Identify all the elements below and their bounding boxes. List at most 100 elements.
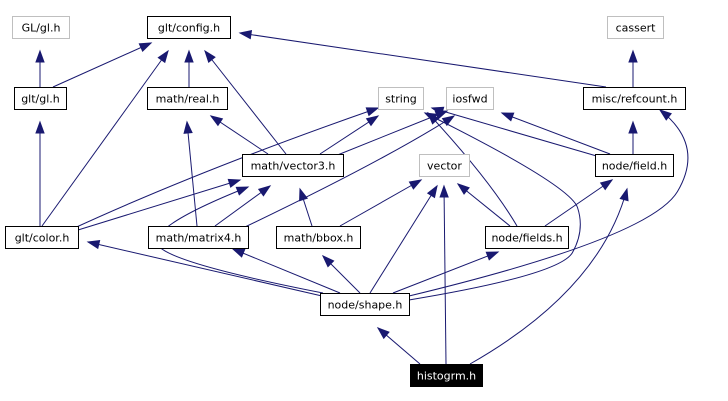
edge-math-vector3-h-to-math-real-h [209,115,269,155]
arrowhead [423,112,438,123]
node-box [607,16,664,39]
edge-line [204,50,287,155]
node-label: node/fields.h [491,232,562,245]
arrowhead [658,109,672,121]
arrowhead [227,178,242,188]
edge-node-shape-h-to-misc-refcount-h [408,109,689,297]
node-glt-color-h[interactable]: glt/color.h [5,226,79,249]
edge-line [87,241,323,297]
node-math-real-h[interactable]: math/real.h [147,87,228,110]
node-label: string [385,93,417,106]
node-label: glt/gl.h [21,93,60,106]
node-box [5,226,79,249]
edge-line [544,179,613,227]
node-box [12,16,70,39]
node-misc-refcount-h[interactable]: misc/refcount.h [583,87,686,110]
arrowhead [157,49,169,64]
edge-glt-color-h-to-math-vector3-h [77,178,242,231]
arrowhead [86,239,101,250]
edge-node-shape-h-to-string [408,112,581,301]
edge-math-bbox-h-to-vector [339,179,423,227]
node-math-bbox-h[interactable]: math/bbox.h [276,226,361,249]
edge-line [408,109,689,297]
node-label: cassert [616,22,657,35]
node-box [595,154,674,177]
edge-node-field-h-to-iosfwd [500,112,611,155]
edge-math-vector3-h-to-string [319,115,380,155]
edge-histogrm-h-to-node-shape-h [376,327,421,365]
node-box [419,154,470,177]
edge-line [369,185,438,294]
edge-node-fields-h-to-node-field-h [544,179,614,227]
edge-line [443,185,447,365]
arrowhead [204,49,216,63]
edge-histogrm-h-to-node-field-h [469,187,629,365]
node-node-shape-h[interactable]: node/shape.h [320,293,410,316]
node-math-matrix4-h[interactable]: math/matrix4.h [148,226,249,249]
edge-line [52,42,152,88]
arrowhead [500,112,515,122]
edge-node-shape-h-to-math-bbox-h [321,254,361,294]
arrowhead [138,42,153,53]
node-node-field-h[interactable]: node/field.h [595,154,674,177]
node-box [410,364,483,387]
edge-line [431,107,601,158]
edge-line [339,179,422,227]
node-node-fields-h[interactable]: node/fields.h [485,226,569,249]
node-box [242,154,344,177]
arrowhead [231,248,246,258]
edge-line [408,112,581,301]
arrowhead [441,115,456,127]
edge-node-shape-h-to-node-fields-h [392,251,500,294]
arrowhead [238,30,253,40]
edge-line [427,112,518,227]
edge-node-fields-h-to-vector [456,183,511,227]
edge-math-real-h-to-glt-config-h [184,49,194,87]
node-box [320,293,410,316]
edge-line [501,112,611,155]
edge-node-shape-h-to-math-matrix4-h [231,248,341,294]
node-label: glt/config.h [158,22,220,35]
arrowhead [365,107,380,117]
edge-misc-refcount-h-to-glt-config-h [238,30,607,88]
edge-node-shape-h-to-vector [369,184,438,294]
edge-glt-gl-h-to-gl-gl-h [35,49,45,87]
arrowhead [599,179,614,191]
arrowhead [209,115,224,127]
node-box [485,226,569,249]
node-string: string [378,87,424,110]
node-histogrm-h[interactable]: histogrm.h [410,364,483,387]
arrowhead [35,120,45,134]
node-math-vector3-h[interactable]: math/vector3.h [242,154,344,177]
edge-math-vector3-h-to-glt-config-h [204,49,287,155]
edge-line [392,251,499,294]
node-box [147,87,228,110]
edge-node-shape-h-to-glt-color-h [86,239,323,297]
node-cassert: cassert [607,16,664,39]
arrowhead [456,183,470,195]
node-iosfwd: iosfwd [446,87,494,110]
node-label: glt/color.h [15,232,70,245]
arrowhead [35,49,45,63]
node-label: math/matrix4.h [156,232,242,245]
node-label: node/shape.h [328,299,403,312]
node-label: math/bbox.h [284,232,354,245]
edge-math-matrix4-h-to-math-real-h [183,120,198,227]
arrowhead [430,106,445,116]
node-box [583,87,686,110]
arrowhead [235,186,250,196]
edge-line [469,188,628,365]
node-box [14,87,67,110]
arrowhead [439,184,449,198]
edge-line [69,107,379,231]
node-label: misc/refcount.h [592,93,678,106]
arrowhead [426,184,438,199]
node-glt-config-h[interactable]: glt/config.h [147,16,231,39]
edge-line [77,179,241,231]
arrowhead [257,185,272,197]
node-glt-gl-h[interactable]: glt/gl.h [14,87,67,110]
edge-line [232,248,341,294]
edge-glt-color-h-to-string [69,107,380,231]
